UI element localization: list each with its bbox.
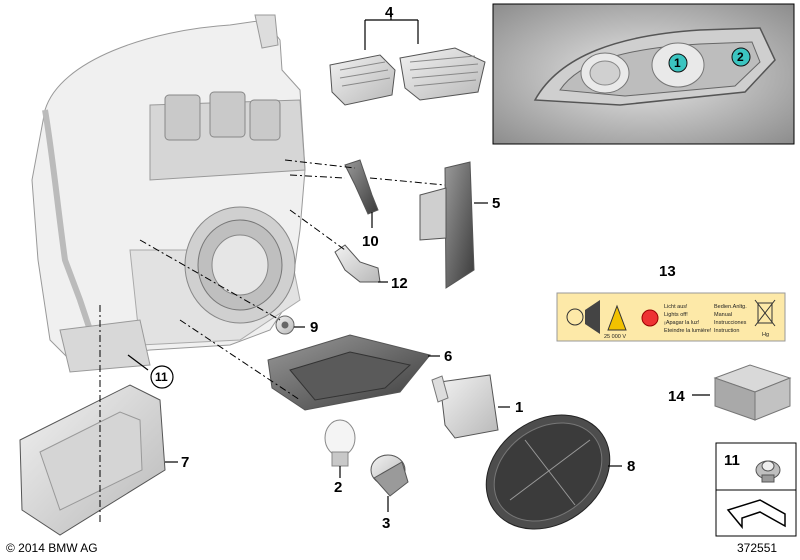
inset-marker-2: 2	[737, 50, 744, 64]
callout-9: 9	[310, 319, 318, 336]
label-line-4: Eteindre la lumière!	[664, 328, 712, 334]
callout-12: 12	[391, 275, 408, 292]
inset-clip-box: 11	[715, 442, 797, 537]
callout-10: 10	[362, 233, 379, 250]
callout-3: 3	[382, 515, 390, 532]
callout-7: 7	[181, 454, 189, 471]
callout-14: 14	[668, 388, 685, 405]
callout-2: 2	[334, 479, 342, 496]
crossed-bin-icon	[754, 299, 776, 327]
part-10-connector	[344, 159, 379, 215]
callout-8: 8	[627, 458, 635, 475]
label-line-3: ¡Apagar la luz!	[664, 320, 700, 326]
callout-leaders	[127, 12, 710, 512]
callout-6: 6	[444, 348, 452, 365]
arrow-symbol-icon	[726, 499, 786, 530]
part-7-bracket	[19, 384, 166, 536]
label-line-8: Instruction	[714, 328, 739, 334]
label-hg: Hg	[762, 332, 769, 338]
part-1-ignition-module	[431, 374, 499, 439]
label-line-7: Instrucciones	[714, 320, 747, 326]
label-line-6: Manual	[714, 312, 732, 318]
part-12-bracket	[334, 244, 381, 283]
callout-1: 1	[515, 399, 523, 416]
label-voltage: 25 000 V	[604, 334, 626, 340]
part-5-control-unit	[419, 161, 475, 289]
clip-icon	[755, 460, 781, 483]
copyright-text: © 2014 BMW AG	[6, 541, 98, 555]
diagram-id: 372551	[737, 541, 778, 555]
callout-13: 13	[659, 263, 676, 280]
label-line-1: Licht aus!	[664, 304, 688, 310]
part-3-socket	[370, 454, 409, 497]
label-line-5: Bedien.Anltg.	[714, 304, 747, 310]
part-4-led-module	[329, 47, 486, 106]
inset-car-view: 1 2	[492, 3, 795, 145]
headlight-housing	[31, 14, 306, 373]
part-2-bulb	[324, 419, 356, 467]
callout-5: 5	[492, 195, 500, 212]
part-9-grommet	[275, 315, 295, 335]
part-13-warning-label: Licht aus! Lights off! ¡Apagar la luz! E…	[556, 292, 786, 342]
part-14-box	[713, 364, 792, 421]
callout-11: 11	[155, 370, 168, 384]
part-8-cover-cap	[485, 414, 611, 530]
callout-11-inset: 11	[724, 452, 740, 469]
callouts: 4 5 10 12 9 6 1 8 2 3 7 13 14 11	[150, 4, 685, 532]
label-line-2: Lights off!	[664, 312, 688, 318]
inset-marker-1: 1	[674, 56, 681, 70]
part-6-driver	[267, 334, 431, 411]
leader-lines	[99, 159, 446, 525]
callout-11-circle	[150, 365, 174, 389]
callout-4: 4	[385, 4, 394, 21]
